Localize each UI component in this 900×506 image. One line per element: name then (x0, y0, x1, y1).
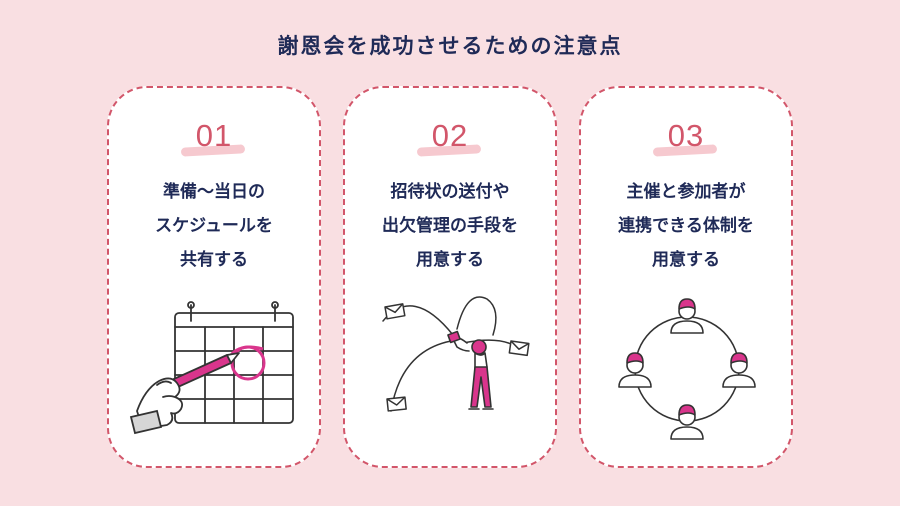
card-number: 01 (195, 118, 233, 153)
card-text-line: 共有する (180, 250, 248, 270)
card-text: 主催と参加者が 連携できる体制を 用意する (581, 175, 791, 277)
card-text-line: 招待状の送付や (390, 182, 510, 202)
card-text: 招待状の送付や 出欠管理の手段を 用意する (345, 175, 555, 277)
tip-card-1: 01 準備～当日の スケジュールを 共有する (107, 86, 321, 468)
card-text-line: 用意する (416, 250, 484, 270)
page-title: 謝恩会を成功させるための注意点 (277, 34, 623, 58)
card-text-line: 用意する (652, 250, 720, 270)
calendar-pen-icon (129, 301, 294, 435)
card-text-line: 連携できる体制を (618, 216, 754, 236)
card-number: 02 (431, 118, 469, 153)
card-number: 03 (667, 118, 705, 153)
tip-card-3: 03 主催と参加者が 連携できる体制を 用意する (579, 86, 793, 468)
card-text-line: 準備～当日の (163, 182, 265, 202)
card-text-line: 出欠管理の手段を (382, 216, 518, 236)
people-network-icon (618, 298, 756, 440)
person-sending-mail-icon (382, 296, 530, 412)
card-text: 準備～当日の スケジュールを 共有する (109, 175, 319, 277)
card-text-line: 主催と参加者が (626, 182, 746, 202)
card-text-line: スケジュールを (155, 216, 273, 236)
tip-card-2: 02 招待状の送付や 出欠管理の手段を 用意する (343, 86, 557, 468)
